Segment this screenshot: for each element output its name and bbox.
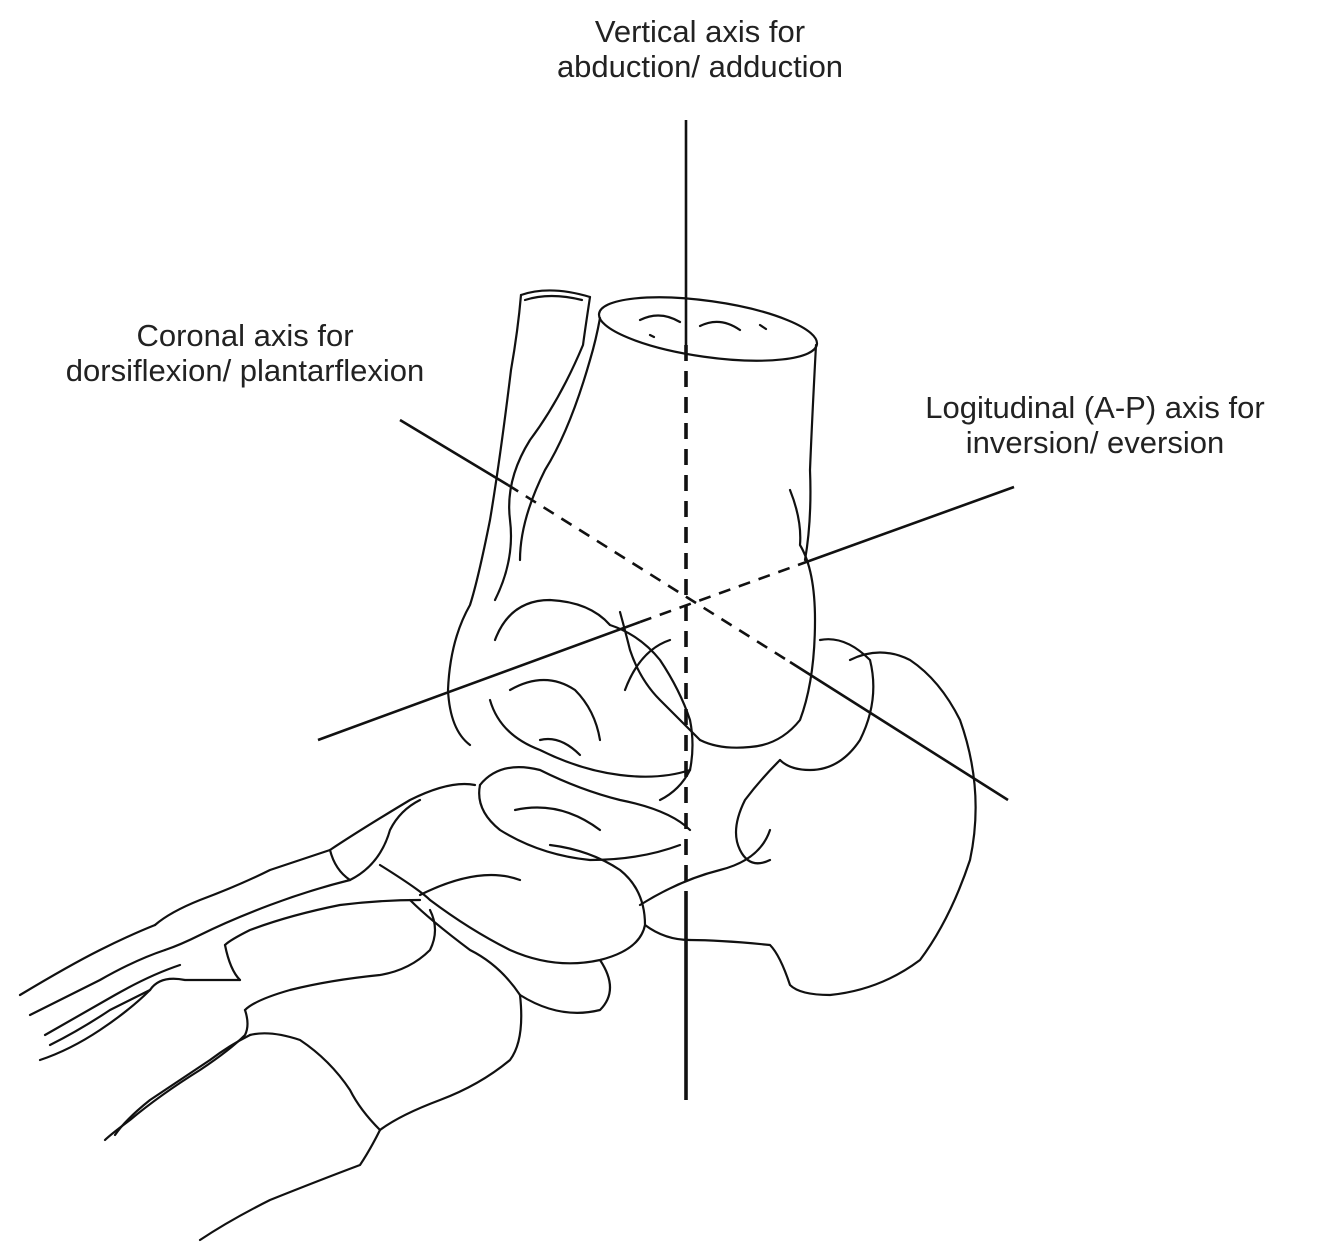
coronal-axis-label-line1: Coronal axis for xyxy=(10,318,480,353)
coronal-axis-label-line2: dorsiflexion/ plantarflexion xyxy=(10,353,480,388)
metatarsals xyxy=(20,850,435,1140)
longitudinal-axis-label: Logitudinal (A-P) axis for inversion/ ev… xyxy=(880,390,1310,460)
vertical-axis-label: Vertical axis for abduction/ adduction xyxy=(520,14,880,84)
longitudinal-axis-label-line2: inversion/ eversion xyxy=(880,425,1310,460)
vertical-axis-label-line1: Vertical axis for xyxy=(520,14,880,49)
first-metatarsal xyxy=(115,995,521,1240)
coronal-axis-label: Coronal axis for dorsiflexion/ plantarfl… xyxy=(10,318,480,388)
calcaneus xyxy=(690,639,976,995)
longitudinal-axis xyxy=(318,487,1014,740)
cuboid xyxy=(410,900,610,1013)
navicular xyxy=(479,767,690,860)
longitudinal-axis-label-line1: Logitudinal (A-P) axis for xyxy=(880,390,1310,425)
cuneiforms xyxy=(330,784,770,963)
vertical-axis-label-line2: abduction/ adduction xyxy=(520,49,880,84)
talus xyxy=(490,600,693,800)
